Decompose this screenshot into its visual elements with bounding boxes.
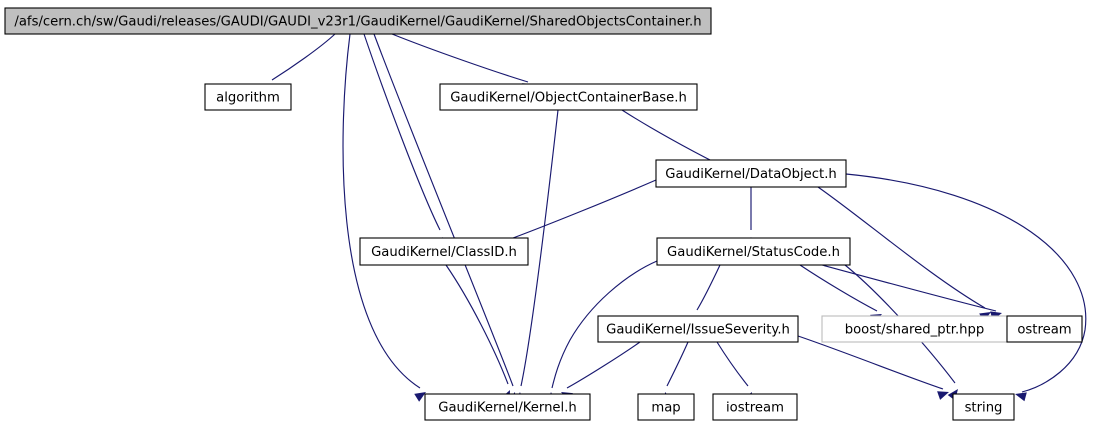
node-box-root — [4, 7, 712, 35]
node-boostptr: boost/shared_ptr.hpp — [821, 315, 1008, 343]
node-statuscode[interactable]: GaudiKernel/StatusCode.h — [656, 237, 851, 266]
node-box-string — [952, 393, 1015, 421]
node-label-string: string — [965, 401, 1003, 416]
node-label-kernel: GaudiKernel/Kernel.h — [438, 401, 577, 416]
node-box-ostream — [1006, 315, 1083, 343]
node-dataobj[interactable]: GaudiKernel/DataObject.h — [655, 159, 847, 188]
edge-issuesev-to-kernel — [561, 341, 641, 402]
node-iostream[interactable]: iostream — [712, 393, 798, 421]
edge-root-to-kernel — [342, 33, 426, 402]
node-label-map: map — [651, 401, 680, 416]
node-classid[interactable]: GaudiKernel/ClassID.h — [359, 237, 529, 266]
node-ocb[interactable]: GaudiKernel/ObjectContainerBase.h — [439, 83, 698, 111]
node-box-algorithm — [204, 83, 292, 111]
node-ostream[interactable]: ostream — [1006, 315, 1083, 343]
node-label-classid: GaudiKernel/ClassID.h — [371, 245, 517, 260]
edge-dataobj-to-string — [845, 173, 1087, 402]
node-algorithm[interactable]: algorithm — [204, 83, 292, 111]
edge-classid-to-kernel — [445, 264, 510, 402]
node-string[interactable]: string — [952, 393, 1015, 421]
node-label-issuesev: GaudiKernel/IssueSeverity.h — [606, 323, 790, 338]
edge-issuesev-to-string — [797, 335, 949, 400]
node-label-iostream: iostream — [726, 401, 784, 416]
node-label-boostptr: boost/shared_ptr.hpp — [845, 323, 985, 338]
node-box-classid — [359, 237, 529, 266]
node-issuesev[interactable]: GaudiKernel/IssueSeverity.h — [597, 315, 799, 343]
nodes-layer: /afs/cern.ch/sw/Gaudi/releases/GAUDI/GAU… — [4, 7, 1083, 421]
node-root[interactable]: /afs/cern.ch/sw/Gaudi/releases/GAUDI/GAU… — [4, 7, 712, 35]
edge-statuscode-to-ostream — [821, 264, 1002, 321]
node-box-statuscode — [656, 237, 851, 266]
node-label-statuscode: GaudiKernel/StatusCode.h — [667, 245, 840, 260]
edge-root-to-classid — [363, 33, 443, 249]
node-box-dataobj — [655, 159, 847, 188]
node-box-ocb — [439, 83, 698, 111]
edge-statuscode-to-boostptr — [799, 264, 882, 324]
node-label-ostream: ostream — [1017, 323, 1071, 338]
node-map[interactable]: map — [637, 393, 695, 421]
node-label-algorithm: algorithm — [216, 91, 280, 106]
node-kernel[interactable]: GaudiKernel/Kernel.h — [424, 393, 591, 421]
edge-root-to-ocb — [391, 33, 534, 92]
node-box-iostream — [712, 393, 798, 421]
node-box-map — [637, 393, 695, 421]
node-label-dataobj: GaudiKernel/DataObject.h — [665, 167, 837, 182]
node-label-ocb: GaudiKernel/ObjectContainerBase.h — [450, 91, 687, 106]
node-label-root: /afs/cern.ch/sw/Gaudi/releases/GAUDI/GAU… — [14, 15, 701, 30]
node-box-issuesev — [597, 315, 799, 343]
node-box-kernel — [424, 393, 591, 421]
node-box-boostptr — [821, 315, 1008, 343]
